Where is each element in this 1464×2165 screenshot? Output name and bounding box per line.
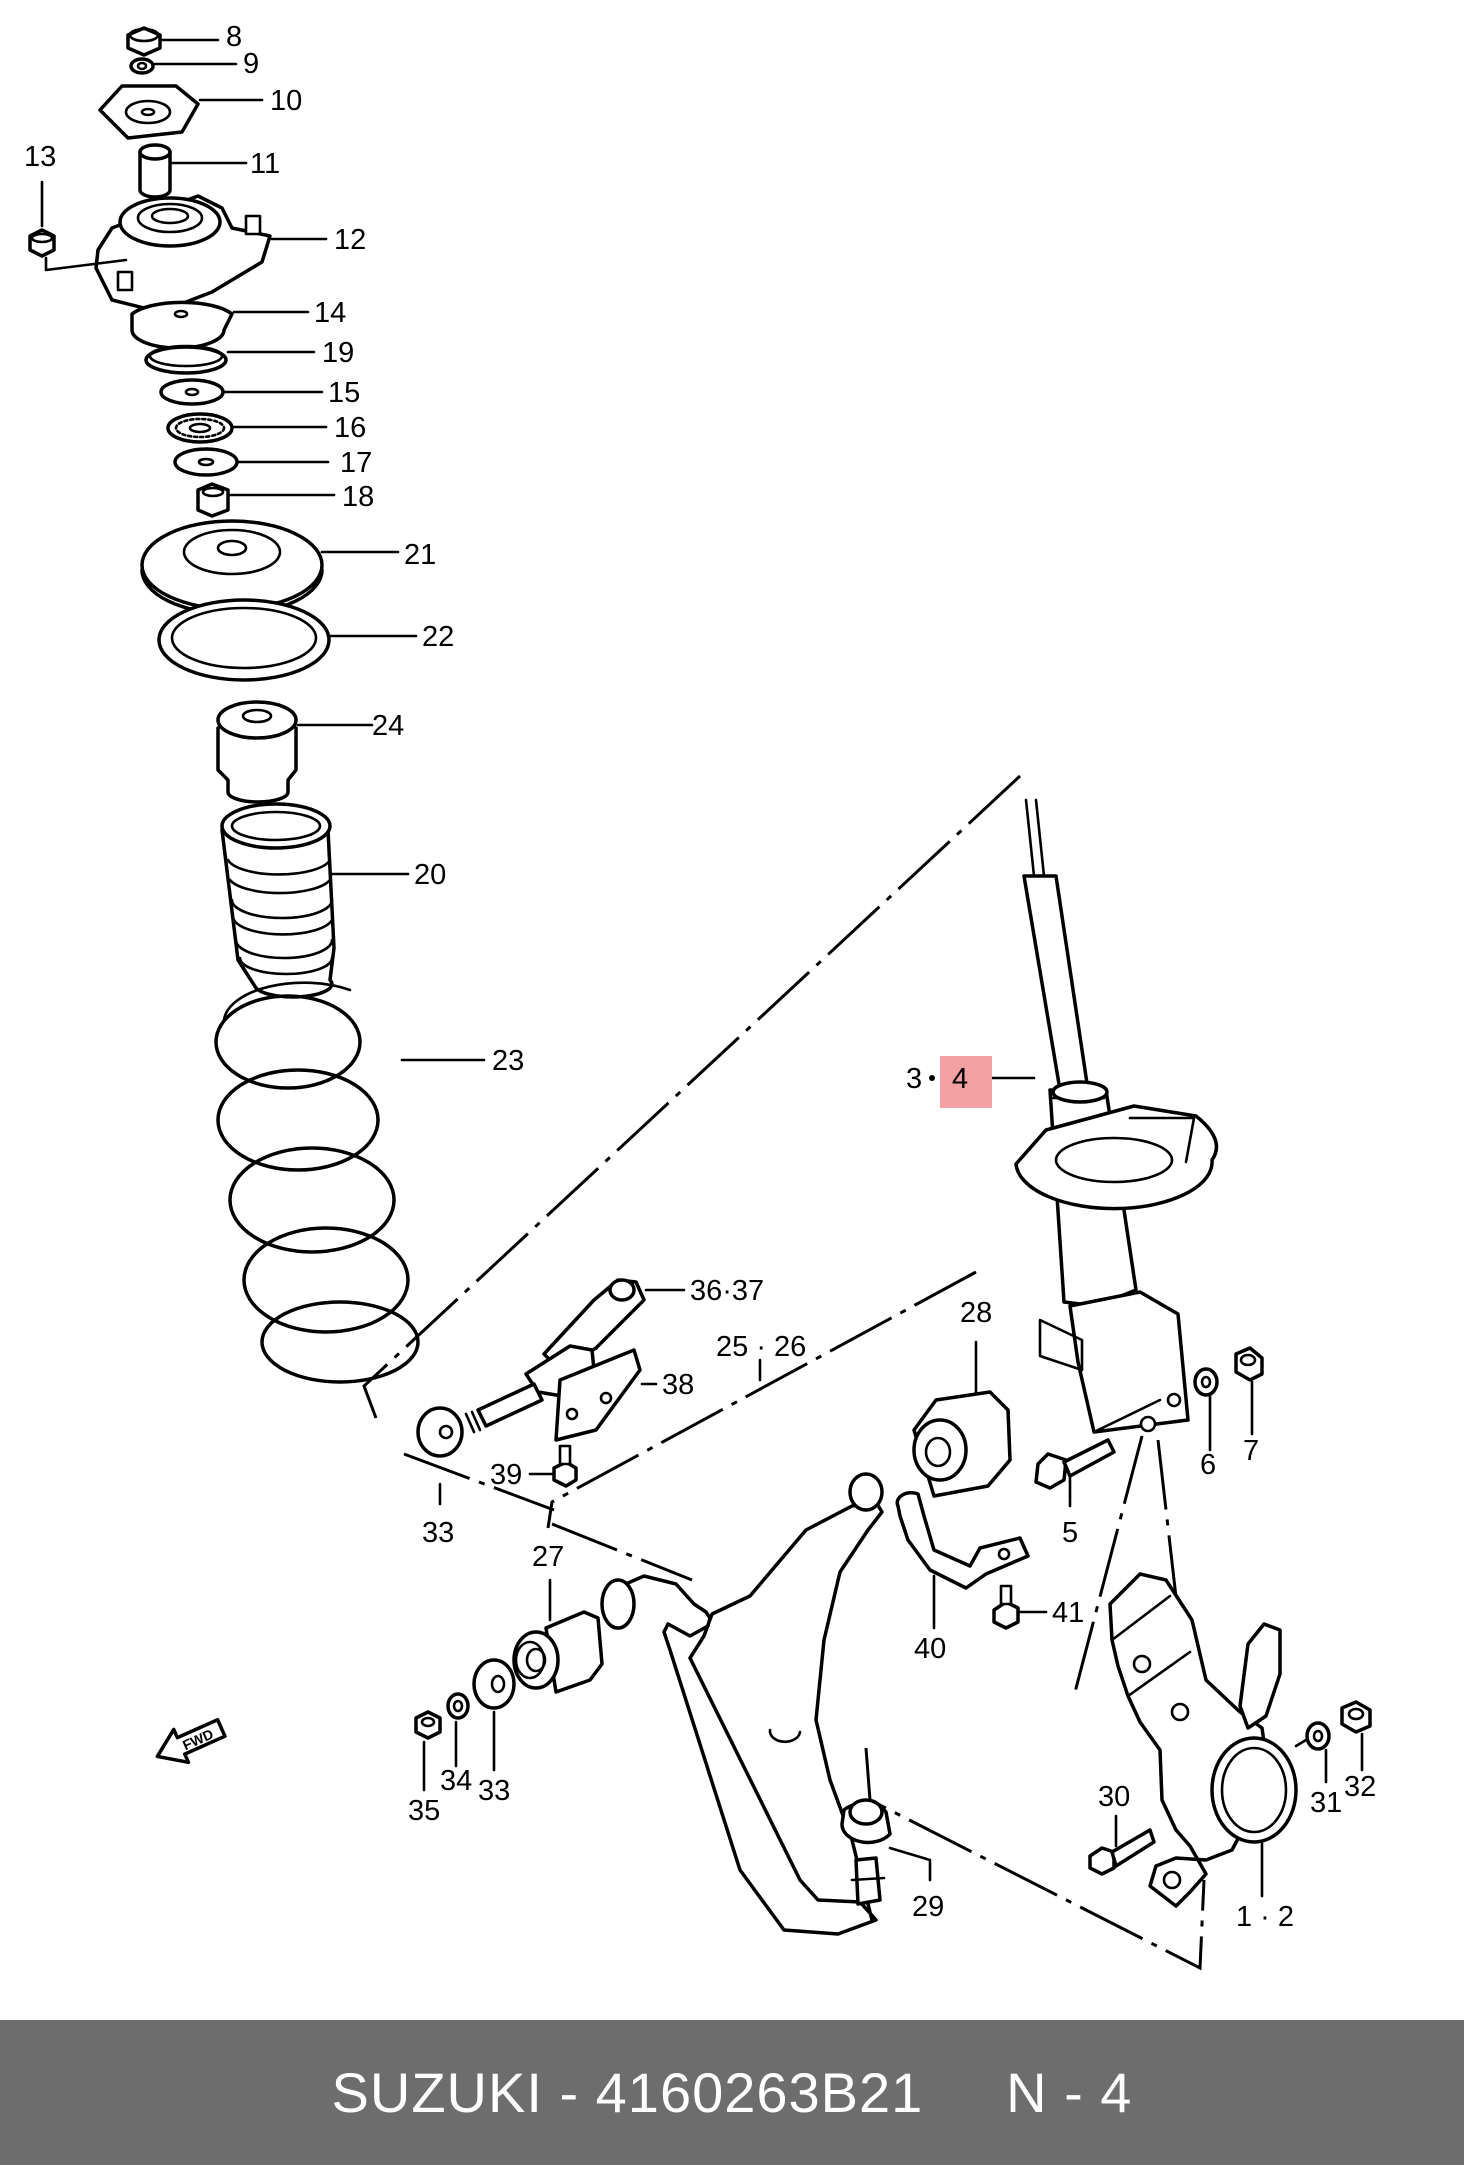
callout-22: 22	[422, 621, 454, 653]
callout-24: 24	[372, 710, 404, 742]
diagram-drawing: FWD 8 9 10 11 13 12 14 19 15 16 17 18 21…	[24, 21, 1376, 1971]
callout-29: 29	[912, 1891, 944, 1923]
callout-3: 3	[906, 1063, 922, 1095]
callout-12: 12	[334, 224, 366, 256]
callout-1-2: 1 · 2	[1236, 1901, 1294, 1933]
sleeve-part-11	[138, 143, 172, 199]
nut-part-35	[414, 1710, 442, 1740]
callout-28: 28	[960, 1297, 992, 1329]
bolt-part-39	[552, 1444, 578, 1488]
callout-13: 13	[24, 141, 56, 173]
plate-part-10	[98, 84, 200, 140]
callout-16: 16	[334, 412, 366, 444]
nut-part-32	[1340, 1700, 1372, 1734]
highlight-box-part-4	[940, 1056, 992, 1108]
callout-separator-dot	[929, 1075, 935, 1081]
lower-control-arm-part-25-26	[600, 1472, 884, 1936]
part-number-caption: SUZUKI - 4160263B21 N - 4	[331, 2061, 1133, 2124]
washer-part-34	[446, 1692, 470, 1720]
washer-part-33-lower	[472, 1658, 516, 1710]
bump-stopper-part-24	[216, 700, 298, 804]
callout-25-26: 25 · 26	[716, 1331, 806, 1363]
callout-21: 21	[404, 539, 436, 571]
callout-23: 23	[492, 1045, 524, 1077]
washer-part-9	[129, 57, 155, 75]
callout-30: 30	[1098, 1781, 1130, 1813]
callout-33-lower: 33	[478, 1775, 510, 1807]
callout-20: 20	[414, 859, 446, 891]
nut-part-13	[28, 228, 56, 258]
callout-39: 39	[490, 1459, 522, 1491]
strut-mount-part-12	[94, 194, 272, 314]
callout-18: 18	[342, 481, 374, 513]
callout-8: 8	[226, 21, 242, 53]
callout-19: 19	[322, 337, 354, 369]
callout-41: 41	[1052, 1597, 1084, 1629]
callout-40: 40	[914, 1633, 946, 1665]
link-part-36-37	[464, 1278, 646, 1434]
washer-part-17	[173, 447, 239, 477]
nut-part-8	[126, 26, 162, 57]
bracket-part-38	[554, 1348, 642, 1442]
washer-part-31	[1305, 1721, 1331, 1751]
callout-38: 38	[662, 1369, 694, 1401]
callout-labels: 8 9 10 11 13 12 14 19 15 16 17 18 21 22 …	[24, 21, 1376, 1933]
callout-32: 32	[1344, 1771, 1376, 1803]
bolt-part-41	[992, 1584, 1020, 1630]
callout-11: 11	[250, 148, 280, 180]
callout-6: 6	[1200, 1449, 1216, 1481]
bolt-part-30	[1088, 1828, 1156, 1876]
callout-27: 27	[532, 1541, 564, 1573]
callout-34: 34	[440, 1765, 472, 1797]
bush-part-27	[512, 1610, 604, 1694]
washer-part-15	[159, 378, 225, 406]
bearing-part-16	[166, 412, 234, 444]
washer-part-6	[1193, 1367, 1219, 1397]
callout-15: 15	[328, 377, 360, 409]
coil-spring-part-23	[214, 981, 420, 1384]
clamp-part-40	[895, 1491, 1030, 1590]
callout-36-37: 36·37	[690, 1275, 764, 1307]
ball-joint-part-29	[840, 1798, 892, 1906]
callout-17: 17	[340, 447, 372, 479]
callout-9: 9	[243, 48, 259, 80]
rubber-seat-part-22	[157, 598, 331, 682]
seat-part-14	[130, 300, 234, 350]
bush-part-28	[912, 1390, 1012, 1498]
callout-33-upper: 33	[422, 1517, 454, 1549]
callout-4: 4	[952, 1063, 968, 1095]
callout-35: 35	[408, 1795, 440, 1827]
callout-7: 7	[1243, 1435, 1259, 1467]
suspension-parts-diagram: FWD 8 9 10 11 13 12 14 19 15 16 17 18 21…	[24, 21, 1376, 1971]
callout-10: 10	[270, 85, 302, 117]
nut-part-7	[1234, 1346, 1264, 1382]
nut-part-18	[196, 482, 230, 518]
strut-part-3-4	[1014, 798, 1219, 1434]
ring-part-19	[144, 344, 228, 375]
bolt-part-5	[1034, 1438, 1116, 1490]
dust-boot-part-20	[220, 802, 336, 999]
washer-part-33-upper	[416, 1406, 464, 1458]
callout-14: 14	[314, 297, 346, 329]
footer-bar: SUZUKI - 4160263B21 N - 4	[0, 2020, 1464, 2165]
callout-31: 31	[1310, 1787, 1342, 1819]
steering-knuckle-part-1-2	[1108, 1572, 1298, 1908]
callout-5: 5	[1062, 1517, 1078, 1549]
fwd-arrow-icon: FWD	[155, 1718, 227, 1765]
